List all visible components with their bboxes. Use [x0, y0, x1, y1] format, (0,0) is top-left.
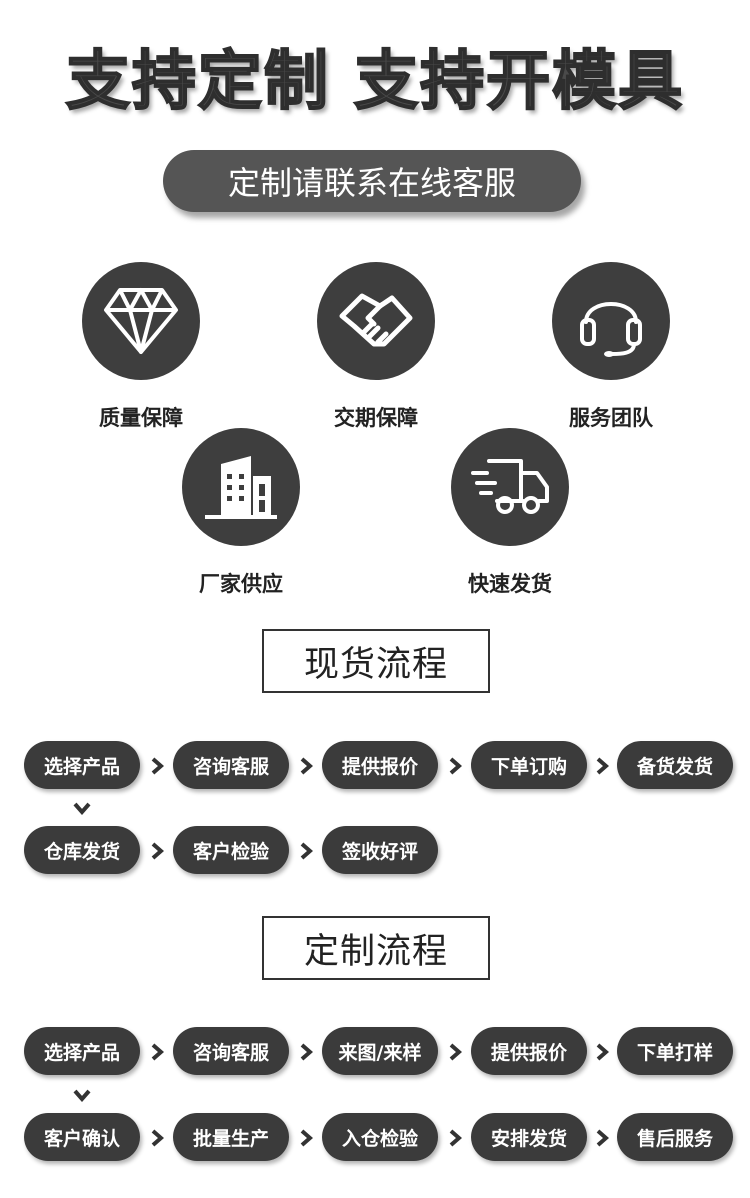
- custom-step: 选择产品: [24, 1027, 140, 1075]
- custom-step: 售后服务: [617, 1113, 733, 1161]
- headset-icon: [580, 302, 642, 357]
- stock-step: 选择产品: [24, 741, 140, 789]
- stock-step: 提供报价: [322, 741, 438, 789]
- feature-label: 厂家供应: [199, 572, 283, 596]
- stock-step: 仓库发货: [24, 826, 140, 874]
- chevron-right-icon: [296, 756, 316, 776]
- chevron-right-icon: [296, 1128, 316, 1148]
- custom-step: 入仓检验: [322, 1113, 438, 1161]
- feature-delivery-time: 交期保障: [296, 262, 456, 432]
- feature-label: 快速发货: [468, 572, 552, 596]
- chevron-right-icon: [445, 1042, 465, 1062]
- chevron-right-icon: [445, 756, 465, 776]
- custom-step: 客户确认: [24, 1113, 140, 1161]
- chevron-right-icon: [592, 756, 612, 776]
- custom-step: 咨询客服: [173, 1027, 289, 1075]
- stock-step: 下单订购: [471, 741, 587, 789]
- chevron-down-icon: [72, 798, 92, 818]
- custom-process-title: 定制流程: [262, 916, 490, 980]
- feature-circle: [317, 262, 435, 380]
- contact-customer-service-button[interactable]: 定制请联系在线客服: [163, 150, 581, 212]
- chevron-right-icon: [147, 1128, 167, 1148]
- chevron-right-icon: [147, 1042, 167, 1062]
- custom-step: 批量生产: [173, 1113, 289, 1161]
- feature-service-team: 服务团队: [531, 262, 691, 432]
- chevron-right-icon: [592, 1042, 612, 1062]
- chevron-right-icon: [296, 841, 316, 861]
- feature-circle: [552, 262, 670, 380]
- feature-circle: [451, 428, 569, 546]
- custom-step: 来图/来样: [322, 1027, 438, 1075]
- feature-quality: 质量保障: [61, 262, 221, 432]
- chevron-right-icon: [296, 1042, 316, 1062]
- feature-circle: [82, 262, 200, 380]
- stock-step: 客户检验: [173, 826, 289, 874]
- chevron-right-icon: [592, 1128, 612, 1148]
- stock-step: 咨询客服: [173, 741, 289, 789]
- chevron-down-icon: [72, 1085, 92, 1105]
- chevron-right-icon: [445, 1128, 465, 1148]
- feature-label: 质量保障: [99, 406, 183, 430]
- feature-fast-shipping: 快速发货: [430, 428, 590, 598]
- stock-step: 备货发货: [617, 741, 733, 789]
- delivery-truck-icon: [471, 459, 549, 514]
- feature-circle: [182, 428, 300, 546]
- building-icon: [205, 456, 277, 519]
- diamond-icon: [104, 288, 178, 354]
- handshake-icon: [339, 293, 413, 347]
- custom-step: 下单打样: [617, 1027, 733, 1075]
- custom-step: 安排发货: [471, 1113, 587, 1161]
- stock-process-title: 现货流程: [262, 629, 490, 693]
- chevron-right-icon: [147, 841, 167, 861]
- feature-label: 交期保障: [334, 406, 418, 430]
- feature-factory-supply: 厂家供应: [161, 428, 321, 598]
- feature-label: 服务团队: [569, 406, 653, 430]
- chevron-right-icon: [147, 756, 167, 776]
- headline: 支持定制 支持开模具: [65, 44, 685, 120]
- stock-step: 签收好评: [322, 826, 438, 874]
- custom-step: 提供报价: [471, 1027, 587, 1075]
